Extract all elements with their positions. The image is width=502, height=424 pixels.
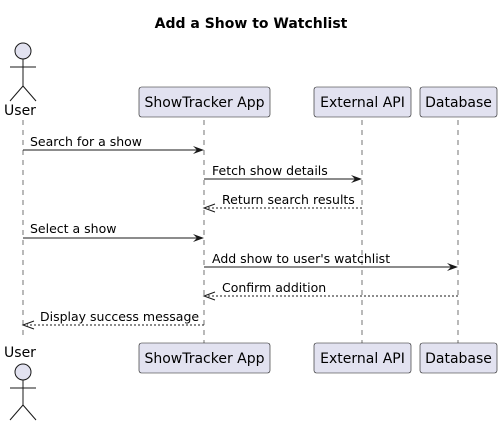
participant-label-app-bottom: ShowTracker App — [144, 351, 264, 367]
message-5: Add show to user's watchlist — [204, 251, 458, 271]
actor-head-icon — [14, 363, 32, 381]
arrowhead-icon — [202, 291, 216, 301]
arrowhead-icon — [21, 320, 35, 330]
participant-label-db: Database — [425, 95, 492, 111]
participant-api-bottom: External API — [313, 342, 412, 374]
message-label: Display success message — [40, 309, 199, 324]
participant-api-top: External API — [313, 86, 412, 118]
diagram-title: Add a Show to Watchlist — [155, 16, 348, 32]
message-label: Search for a show — [30, 134, 142, 149]
arrowhead-icon — [202, 203, 216, 213]
participant-app-top: ShowTracker App — [138, 86, 271, 118]
participant-label-user-bottom: User — [4, 345, 36, 361]
message-label: Return search results — [222, 192, 355, 207]
participant-label-user: User — [4, 103, 36, 119]
actor-user-bottom: User — [4, 345, 37, 421]
message-label: Select a show — [30, 221, 116, 236]
participant-db-top: Database — [419, 86, 498, 118]
participant-label-app: ShowTracker App — [144, 95, 264, 111]
arrowhead-icon — [351, 175, 362, 183]
actor-head-icon — [14, 42, 32, 60]
message-2: Fetch show details — [204, 163, 362, 183]
participant-label-api: External API — [320, 95, 405, 111]
message-6: Confirm addition — [202, 280, 458, 301]
message-1: Search for a show — [23, 134, 204, 154]
message-3: Return search results — [202, 192, 362, 213]
message-label: Add show to user's watchlist — [212, 251, 390, 266]
participant-label-api-bottom: External API — [320, 351, 405, 367]
participant-db-bottom: Database — [419, 342, 498, 374]
participant-app-bottom: ShowTracker App — [138, 342, 271, 374]
arrowhead-icon — [193, 146, 204, 154]
participant-label-db-bottom: Database — [425, 351, 492, 367]
message-7: Display success message — [21, 309, 204, 330]
actor-user-top: User — [4, 42, 37, 119]
message-label: Fetch show details — [212, 163, 328, 178]
message-label: Confirm addition — [222, 280, 326, 295]
message-4: Select a show — [23, 221, 204, 242]
arrowhead-icon — [193, 234, 204, 242]
arrowhead-icon — [447, 263, 458, 271]
